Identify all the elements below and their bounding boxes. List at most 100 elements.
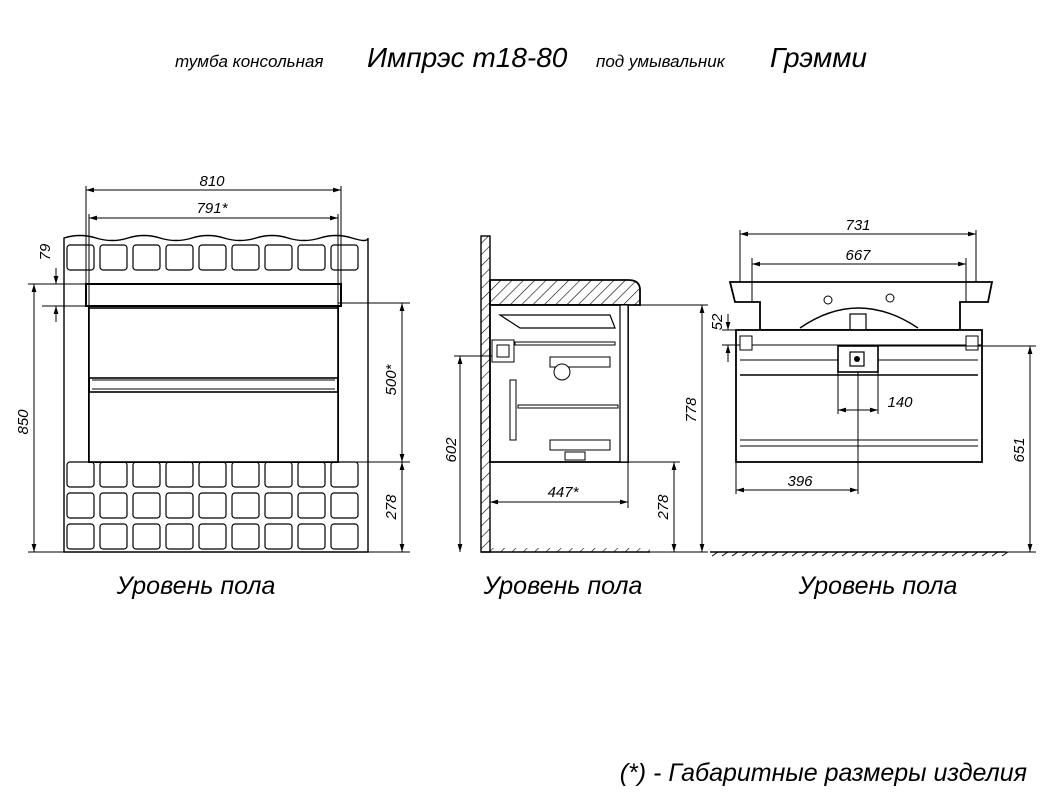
front-view: 810 791* 79 850 500* 278 Уровень пола [15,173,410,600]
lower-drawer-front [88,391,339,463]
dim-label-79: 79 [37,243,54,260]
floor-hatch-mark [821,551,829,557]
dim-label-396: 396 [787,473,813,490]
wall-tile [231,523,260,550]
wall-tile [297,523,326,550]
floor-hatch-mark [841,551,849,557]
dim-label-52: 52 [709,313,726,330]
title-sink: Грэмми [770,42,867,73]
wall-bracket-right [965,335,979,351]
sink-bowl-back [799,307,919,329]
dim-label-850: 850 [15,409,32,435]
wall-tile [66,492,95,519]
floor-hatch-mark [781,551,789,557]
wall-section [480,235,491,553]
siphon-circle [553,363,571,381]
floor-hatch-mark [731,551,739,557]
floor-hatch-mark [761,551,769,557]
floor-hatch-mark [811,551,819,557]
wall-tile [330,492,359,519]
floor-hatch-mark [851,551,859,557]
floor-hatch-mark [981,551,989,557]
wall-bracket-left [739,335,753,351]
wall-tile [198,523,227,550]
wall-tile [165,523,194,550]
floor-hatch-mark [891,551,899,557]
wall-tile [264,523,293,550]
tap-hole-icon [823,295,833,305]
wall-tile [66,244,95,271]
dim-label-278-side: 278 [655,494,672,521]
wall-tile [297,244,326,271]
floor-hatch-mark [941,551,949,557]
dim-label-447: 447* [548,484,580,501]
dim-label-791: 791* [197,200,229,217]
dim-label-651: 651 [1011,437,1028,462]
dim-label-278-front: 278 [383,494,400,521]
floor-level-label-back: Уровень пола [798,572,958,600]
wall-tile [231,244,260,271]
lower-drawer-runner [549,439,611,451]
floor-hatch-mark [771,551,779,557]
floor-hatch-mark [861,551,869,557]
floor-hatch-mark [1001,551,1009,557]
wall-tile [165,492,194,519]
floor-hatch-mark [991,551,999,557]
wall-tile [99,492,128,519]
dim-label-778: 778 [683,397,700,423]
floor-hatch-mark [801,551,809,557]
floor-level-label-front: Уровень пола [116,572,276,600]
countertop-section [489,279,641,306]
dim-label-140: 140 [887,394,913,411]
dim-label-810: 810 [199,173,225,190]
wall-tile [66,461,95,488]
wall-tile [231,492,260,519]
wall-tile [99,461,128,488]
wall-tile [165,461,194,488]
floor-hatch-mark [971,551,979,557]
wall-tile [66,523,95,550]
floor-hatch-mark [951,551,959,557]
wall-tile [165,244,194,271]
floor-hatch-mark [901,551,909,557]
floor-hatch-mark [961,551,969,557]
wall-tile [198,492,227,519]
floor-hatch-mark [871,551,879,557]
floor-hatch-mark [931,551,939,557]
wall-tile [297,461,326,488]
floor-hatch-mark [721,551,729,557]
floor-hatch-mark [911,551,919,557]
wall-tile [132,244,161,271]
dim-label-731: 731 [845,217,870,234]
upper-drawer-front [88,307,339,379]
drawing-title: тумба консольная Импрэс т18-80 под умыва… [175,42,867,73]
floor-hatch-mark [881,551,889,557]
wall-tile [132,461,161,488]
dim-label-667: 667 [845,247,871,264]
wall-tile [99,523,128,550]
floor-hatch-mark [741,551,749,557]
wall-tile [198,244,227,271]
title-prefix: тумба консольная [175,52,324,71]
wall-tile [264,492,293,519]
wall-tile [132,523,161,550]
floor-level-label-side: Уровень пола [483,572,643,600]
wall-tile [99,244,128,271]
floor-hatch-mark [711,551,719,557]
wall-tile [297,492,326,519]
drawer-front-edge [619,304,629,463]
side-view: 602 447* 278 778 Уровень пола [443,235,708,600]
title-model: Импрэс т18-80 [367,42,568,73]
title-middle: под умывальник [596,52,726,71]
floor-hatch-mark [791,551,799,557]
wall-tile [264,244,293,271]
countertop-front [85,283,342,307]
wall-tile [264,461,293,488]
wall-tile [330,523,359,550]
footnote: (*) - Габаритные размеры изделия [620,759,1027,787]
tap-hole-icon [885,293,895,303]
wall-tile [132,492,161,519]
upper-drawer-runner [549,356,611,368]
back-view: 731 667 52 140 396 651 Уровень пола [709,217,1036,600]
